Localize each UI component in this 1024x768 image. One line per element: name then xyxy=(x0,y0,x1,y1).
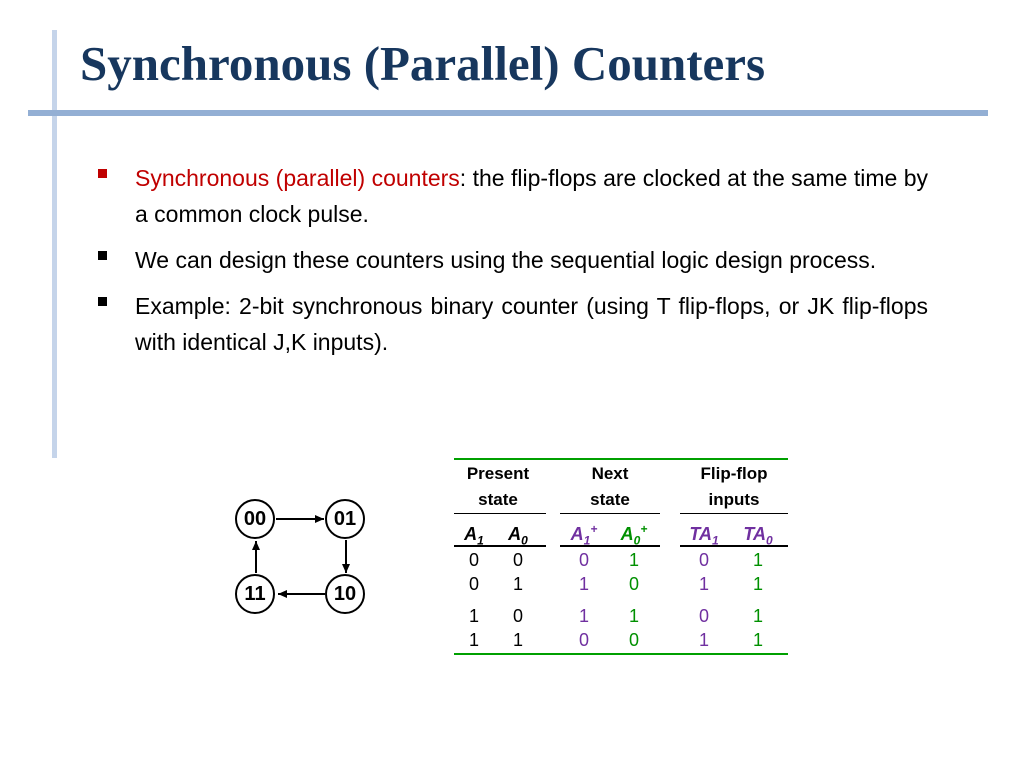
state-node-00: 00 xyxy=(235,499,275,539)
group-header-present: Present state xyxy=(466,464,530,509)
square-bullet-icon xyxy=(98,169,107,178)
table-cell: 1 xyxy=(512,630,524,650)
state-table: Present state Next state Flip-flop input… xyxy=(454,458,788,658)
bullet-text: : the flip-flops are clocked at the same… xyxy=(135,165,929,227)
column-header: TA1 xyxy=(689,524,719,548)
table-cell: 1 xyxy=(752,574,764,594)
state-node-11: 11 xyxy=(235,574,275,614)
header-rule xyxy=(454,545,546,547)
bullet-text: We can design these counters using the s… xyxy=(135,247,877,273)
column-header: A0+ xyxy=(620,522,648,548)
bullet-item-2: We can design these counters using the s… xyxy=(98,242,928,278)
table-cell: 1 xyxy=(752,606,764,626)
table-cell: 0 xyxy=(698,550,710,570)
group-header-inputs: Flip-flop inputs xyxy=(700,464,768,509)
table-cell: 0 xyxy=(628,630,640,650)
header-rule xyxy=(560,545,660,547)
table-cell: 1 xyxy=(698,630,710,650)
table-cell: 0 xyxy=(468,574,480,594)
table-cell: 1 xyxy=(698,574,710,594)
group-underline-next xyxy=(560,513,660,514)
square-bullet-icon xyxy=(98,251,107,260)
bullet-item-1: Synchronous (parallel) counters: the fli… xyxy=(98,160,928,232)
table-cell: 0 xyxy=(512,606,524,626)
column-header: A1+ xyxy=(570,522,598,548)
bullet-highlight: Synchronous (parallel) counters xyxy=(135,165,460,191)
table-cell: 0 xyxy=(468,550,480,570)
table-cell: 0 xyxy=(628,574,640,594)
title-divider xyxy=(28,110,988,116)
left-accent-bar xyxy=(52,30,57,458)
table-cell: 0 xyxy=(698,606,710,626)
table-cell: 0 xyxy=(578,630,590,650)
table-cell: 1 xyxy=(752,630,764,650)
column-header: TA0 xyxy=(743,524,773,548)
bullet-text: Example: 2-bit synchronous binary counte… xyxy=(135,293,928,355)
square-bullet-icon xyxy=(98,297,107,306)
table-cell: 0 xyxy=(512,550,524,570)
table-cell: 1 xyxy=(628,606,640,626)
table-bottom-border xyxy=(454,653,788,655)
state-node-10: 10 xyxy=(325,574,365,614)
column-header: A1 xyxy=(464,524,484,548)
table-cell: 1 xyxy=(752,550,764,570)
slide-title: Synchronous (Parallel) Counters xyxy=(80,36,766,91)
table-cell: 1 xyxy=(578,574,590,594)
table-cell: 1 xyxy=(468,606,480,626)
group-underline-present xyxy=(454,513,546,514)
column-header: A0 xyxy=(508,524,528,548)
table-cell: 1 xyxy=(468,630,480,650)
table-cell: 1 xyxy=(512,574,524,594)
header-rule xyxy=(680,545,788,547)
state-node-01: 01 xyxy=(325,499,365,539)
table-cell: 1 xyxy=(628,550,640,570)
table-top-border xyxy=(454,458,788,460)
bullet-list: Synchronous (parallel) counters: the fli… xyxy=(98,160,928,370)
group-underline-inputs xyxy=(680,513,788,514)
table-cell: 0 xyxy=(578,550,590,570)
group-header-next: Next state xyxy=(590,464,630,509)
bullet-item-3: Example: 2-bit synchronous binary counte… xyxy=(98,288,928,360)
table-cell: 1 xyxy=(578,606,590,626)
